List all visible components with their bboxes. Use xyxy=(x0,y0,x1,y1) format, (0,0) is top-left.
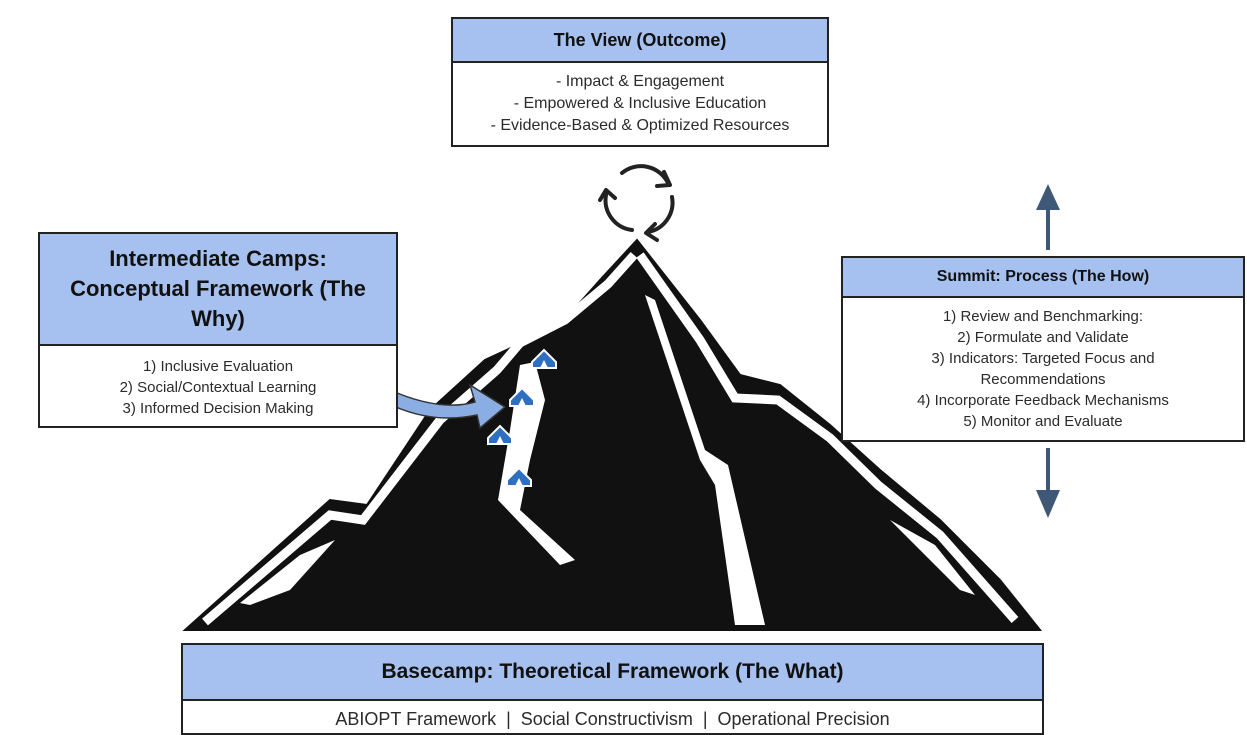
snow-ridge-right xyxy=(636,252,1019,623)
summit-list: 1) Review and Benchmarking: 2) Formulate… xyxy=(843,298,1243,432)
intermediate-camps-box: Intermediate Camps: Conceptual Framework… xyxy=(38,232,398,428)
summit-process-box: Summit: Process (The How) 1) Review and … xyxy=(841,256,1245,442)
camp-icon xyxy=(487,424,513,445)
summit-title: Summit: Process (The How) xyxy=(843,258,1243,298)
summit-item: 5) Monitor and Evaluate xyxy=(963,413,1123,430)
camp-icon xyxy=(509,386,535,407)
summit-item: 3) Indicators: Targeted Focus and xyxy=(931,350,1155,367)
summit-item: Recommendations xyxy=(980,371,1106,388)
camp-icon xyxy=(506,466,532,487)
camp-icon xyxy=(531,348,557,369)
snow-ridge-left xyxy=(202,251,638,626)
intermediate-camps-item: 1) Inclusive Evaluation xyxy=(142,358,294,375)
intermediate-camps-title: Intermediate Camps: Conceptual Framework… xyxy=(40,234,396,346)
outcome-title: The View (Outcome) xyxy=(453,19,827,63)
pointer-arrow-icon xyxy=(384,383,507,430)
intermediate-camps-item: 3) Informed Decision Making xyxy=(122,400,314,417)
summit-item: 4) Incorporate Feedback Mechanisms xyxy=(917,392,1169,409)
snow-patch-right xyxy=(890,520,975,595)
basecamp-box: Basecamp: Theoretical Framework (The Wha… xyxy=(181,643,1044,735)
outcome-item: - Impact & Engagement xyxy=(555,73,725,90)
basecamp-content: ABIOPT Framework | Social Constructivism… xyxy=(335,709,890,729)
snow-couloir xyxy=(645,295,765,625)
down-arrow-icon xyxy=(1036,448,1060,518)
up-arrow-icon xyxy=(1036,184,1060,250)
intermediate-camps-list: 1) Inclusive Evaluation 2) Social/Contex… xyxy=(40,346,396,419)
outcome-box: The View (Outcome) - Impact & Engagement… xyxy=(451,17,829,147)
summit-item: 1) Review and Benchmarking: xyxy=(942,308,1144,325)
snow-band xyxy=(498,362,575,565)
snow-patch-left xyxy=(240,540,335,605)
mountain xyxy=(182,238,1043,631)
cycle-icon xyxy=(598,164,675,242)
summit-item: 2) Formulate and Validate xyxy=(957,329,1129,346)
outcome-list: - Impact & Engagement - Empowered & Incl… xyxy=(453,63,827,137)
intermediate-camps-item: 2) Social/Contextual Learning xyxy=(119,379,317,396)
outcome-item: - Evidence-Based & Optimized Resources xyxy=(490,117,790,134)
outcome-item: - Empowered & Inclusive Education xyxy=(513,95,767,112)
basecamp-title: Basecamp: Theoretical Framework (The Wha… xyxy=(183,645,1042,701)
